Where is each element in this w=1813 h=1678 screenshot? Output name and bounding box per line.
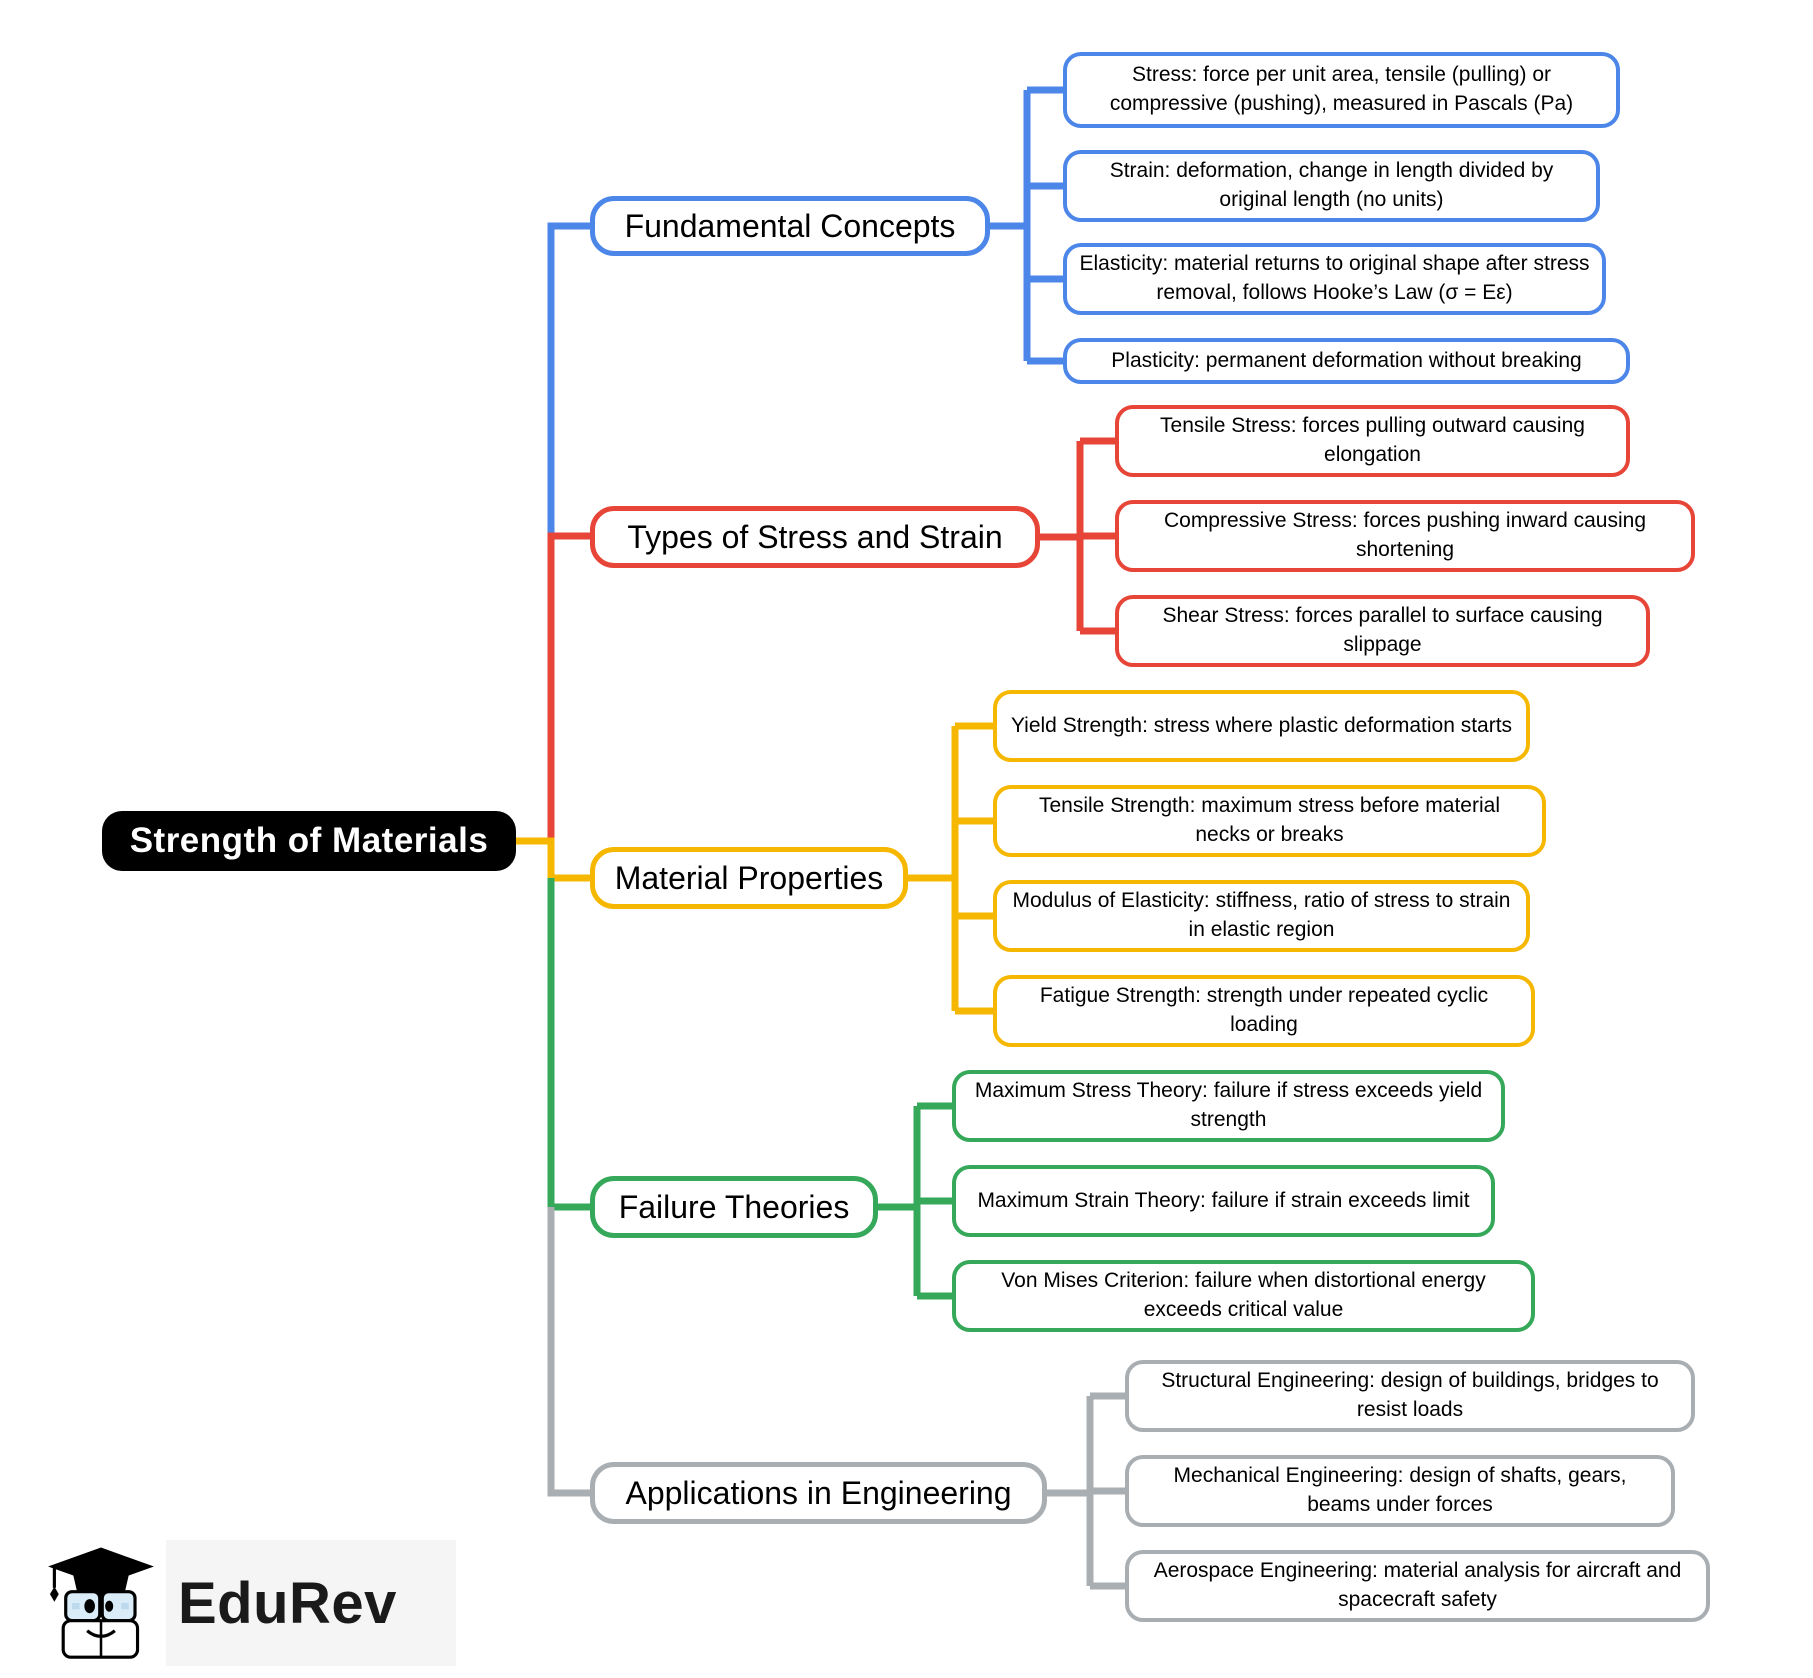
branch-node-material-properties: Material Properties [590, 847, 908, 909]
leaf-node-von-mises-criterion: Von Mises Criterion: failure when distor… [952, 1260, 1535, 1332]
logo-background [166, 1540, 456, 1666]
branch-node-types-of-stress-and-strain: Types of Stress and Strain [590, 506, 1040, 568]
leaf-node-elasticity: Elasticity: material returns to original… [1063, 243, 1606, 315]
leaf-node-fatigue-strength: Fatigue Strength: strength under repeate… [993, 975, 1535, 1047]
leaf-node-mechanical-engineering: Mechanical Engineering: design of shafts… [1125, 1455, 1675, 1527]
leaf-node-maximum-stress-theory: Maximum Stress Theory: failure if stress… [952, 1070, 1505, 1142]
branch-node-applications-in-engineering: Applications in Engineering [590, 1462, 1047, 1524]
root-node: Strength of Materials [102, 811, 516, 871]
branch-connector-types-of-stress-and-strain [547, 437, 1115, 841]
leaf-node-modulus-of-elasticity: Modulus of Elasticity: stiffness, ratio … [993, 880, 1530, 952]
edurev-logo: EduRev [38, 1538, 456, 1668]
leaf-node-tensile-stress: Tensile Stress: forces pulling outward c… [1115, 405, 1630, 477]
leaf-node-yield-strength: Yield Strength: stress where plastic def… [993, 690, 1530, 762]
leaf-node-plasticity: Plasticity: permanent deformation withou… [1063, 338, 1630, 384]
leaf-node-maximum-strain-theory: Maximum Strain Theory: failure if strain… [952, 1165, 1495, 1237]
leaf-node-aerospace-engineering: Aerospace Engineering: material analysis… [1125, 1550, 1710, 1622]
leaf-node-structural-engineering: Structural Engineering: design of buildi… [1125, 1360, 1695, 1432]
branch-node-failure-theories: Failure Theories [590, 1176, 878, 1238]
branch-connector-material-properties [514, 722, 993, 1015]
branch-node-fundamental-concepts: Fundamental Concepts [590, 196, 990, 256]
leaf-node-tensile-strength: Tensile Strength: maximum stress before … [993, 785, 1546, 857]
leaf-node-compressive-stress: Compressive Stress: forces pushing inwar… [1115, 500, 1695, 572]
edurev-wordmark: EduRev [178, 1570, 397, 1636]
branch-connector-applications-in-engineering [547, 1207, 1125, 1590]
edurev-mascot-icon [48, 1547, 154, 1659]
branch-connector-fundamental-concepts [547, 86, 1063, 536]
leaf-node-strain: Strain: deformation, change in length di… [1063, 150, 1600, 222]
leaf-node-shear-stress: Shear Stress: forces parallel to surface… [1115, 595, 1650, 667]
leaf-node-stress: Stress: force per unit area, tensile (pu… [1063, 52, 1620, 128]
